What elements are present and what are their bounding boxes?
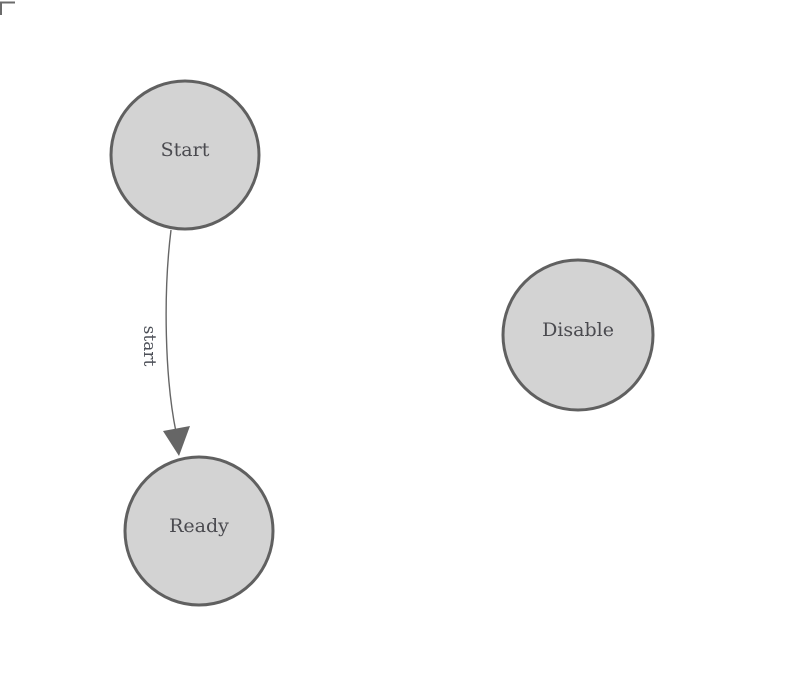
edge-label: start: [139, 326, 159, 367]
node-start[interactable]: Start: [109, 79, 261, 231]
canvas-corner-mark-icon: [0, 1, 15, 15]
node-ready[interactable]: Ready: [123, 455, 275, 607]
node-ready-circle[interactable]: [123, 455, 275, 607]
edge-start-ready: start: [139, 229, 190, 456]
edge-arrowhead-icon: [163, 426, 190, 456]
node-disable[interactable]: Disable: [501, 258, 655, 412]
node-start-circle[interactable]: [109, 79, 261, 231]
node-disable-circle[interactable]: [501, 258, 655, 412]
edge-path: [165, 229, 177, 433]
